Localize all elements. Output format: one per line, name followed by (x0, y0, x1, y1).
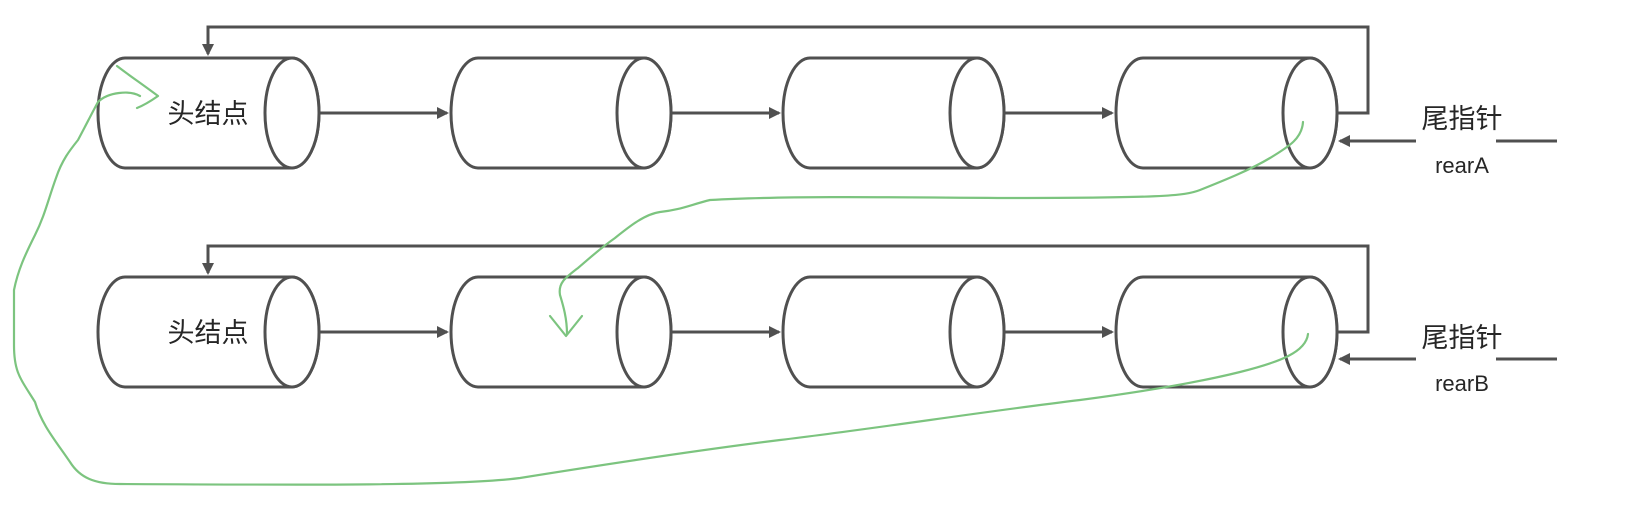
list-a-rear-title: 尾指针 (1422, 104, 1503, 135)
list-b-head-node: 头结点 (96, 275, 321, 389)
list-a-rear-pointer: 尾指针 rearA (1338, 104, 1557, 178)
list-b-rear-name: rearB (1435, 371, 1489, 396)
list-a-node-2 (449, 56, 673, 170)
annotation-b-tail-to-a-head (12, 91, 1310, 486)
list-b-node-2 (449, 275, 673, 389)
list-a-tail-node (1114, 56, 1339, 170)
list-b-rear-pointer: 尾指针 rearB (1338, 323, 1557, 396)
list-b-head-label: 头结点 (168, 318, 249, 349)
list-b-circular-link (202, 244, 1370, 334)
list-b: 头结点 尾指针 rearB (96, 244, 1557, 396)
list-a-node-3 (781, 56, 1006, 170)
list-b-node-3 (781, 275, 1006, 389)
list-a-head-node: 头结点 (96, 56, 321, 170)
list-a-head-label: 头结点 (168, 99, 249, 130)
merge-annotations (12, 64, 1310, 486)
list-a-rear-name: rearA (1435, 153, 1489, 178)
annotation-arrowhead-1 (548, 314, 584, 338)
annotation-arrowhead-2 (115, 64, 160, 110)
annotation-a-tail-to-b-first-node (558, 120, 1305, 336)
list-a: 头结点 尾指针 rearA (96, 25, 1557, 178)
list-b-rear-title: 尾指针 (1422, 323, 1503, 354)
list-b-tail-node (1114, 275, 1339, 389)
list-a-circular-link (202, 25, 1370, 115)
